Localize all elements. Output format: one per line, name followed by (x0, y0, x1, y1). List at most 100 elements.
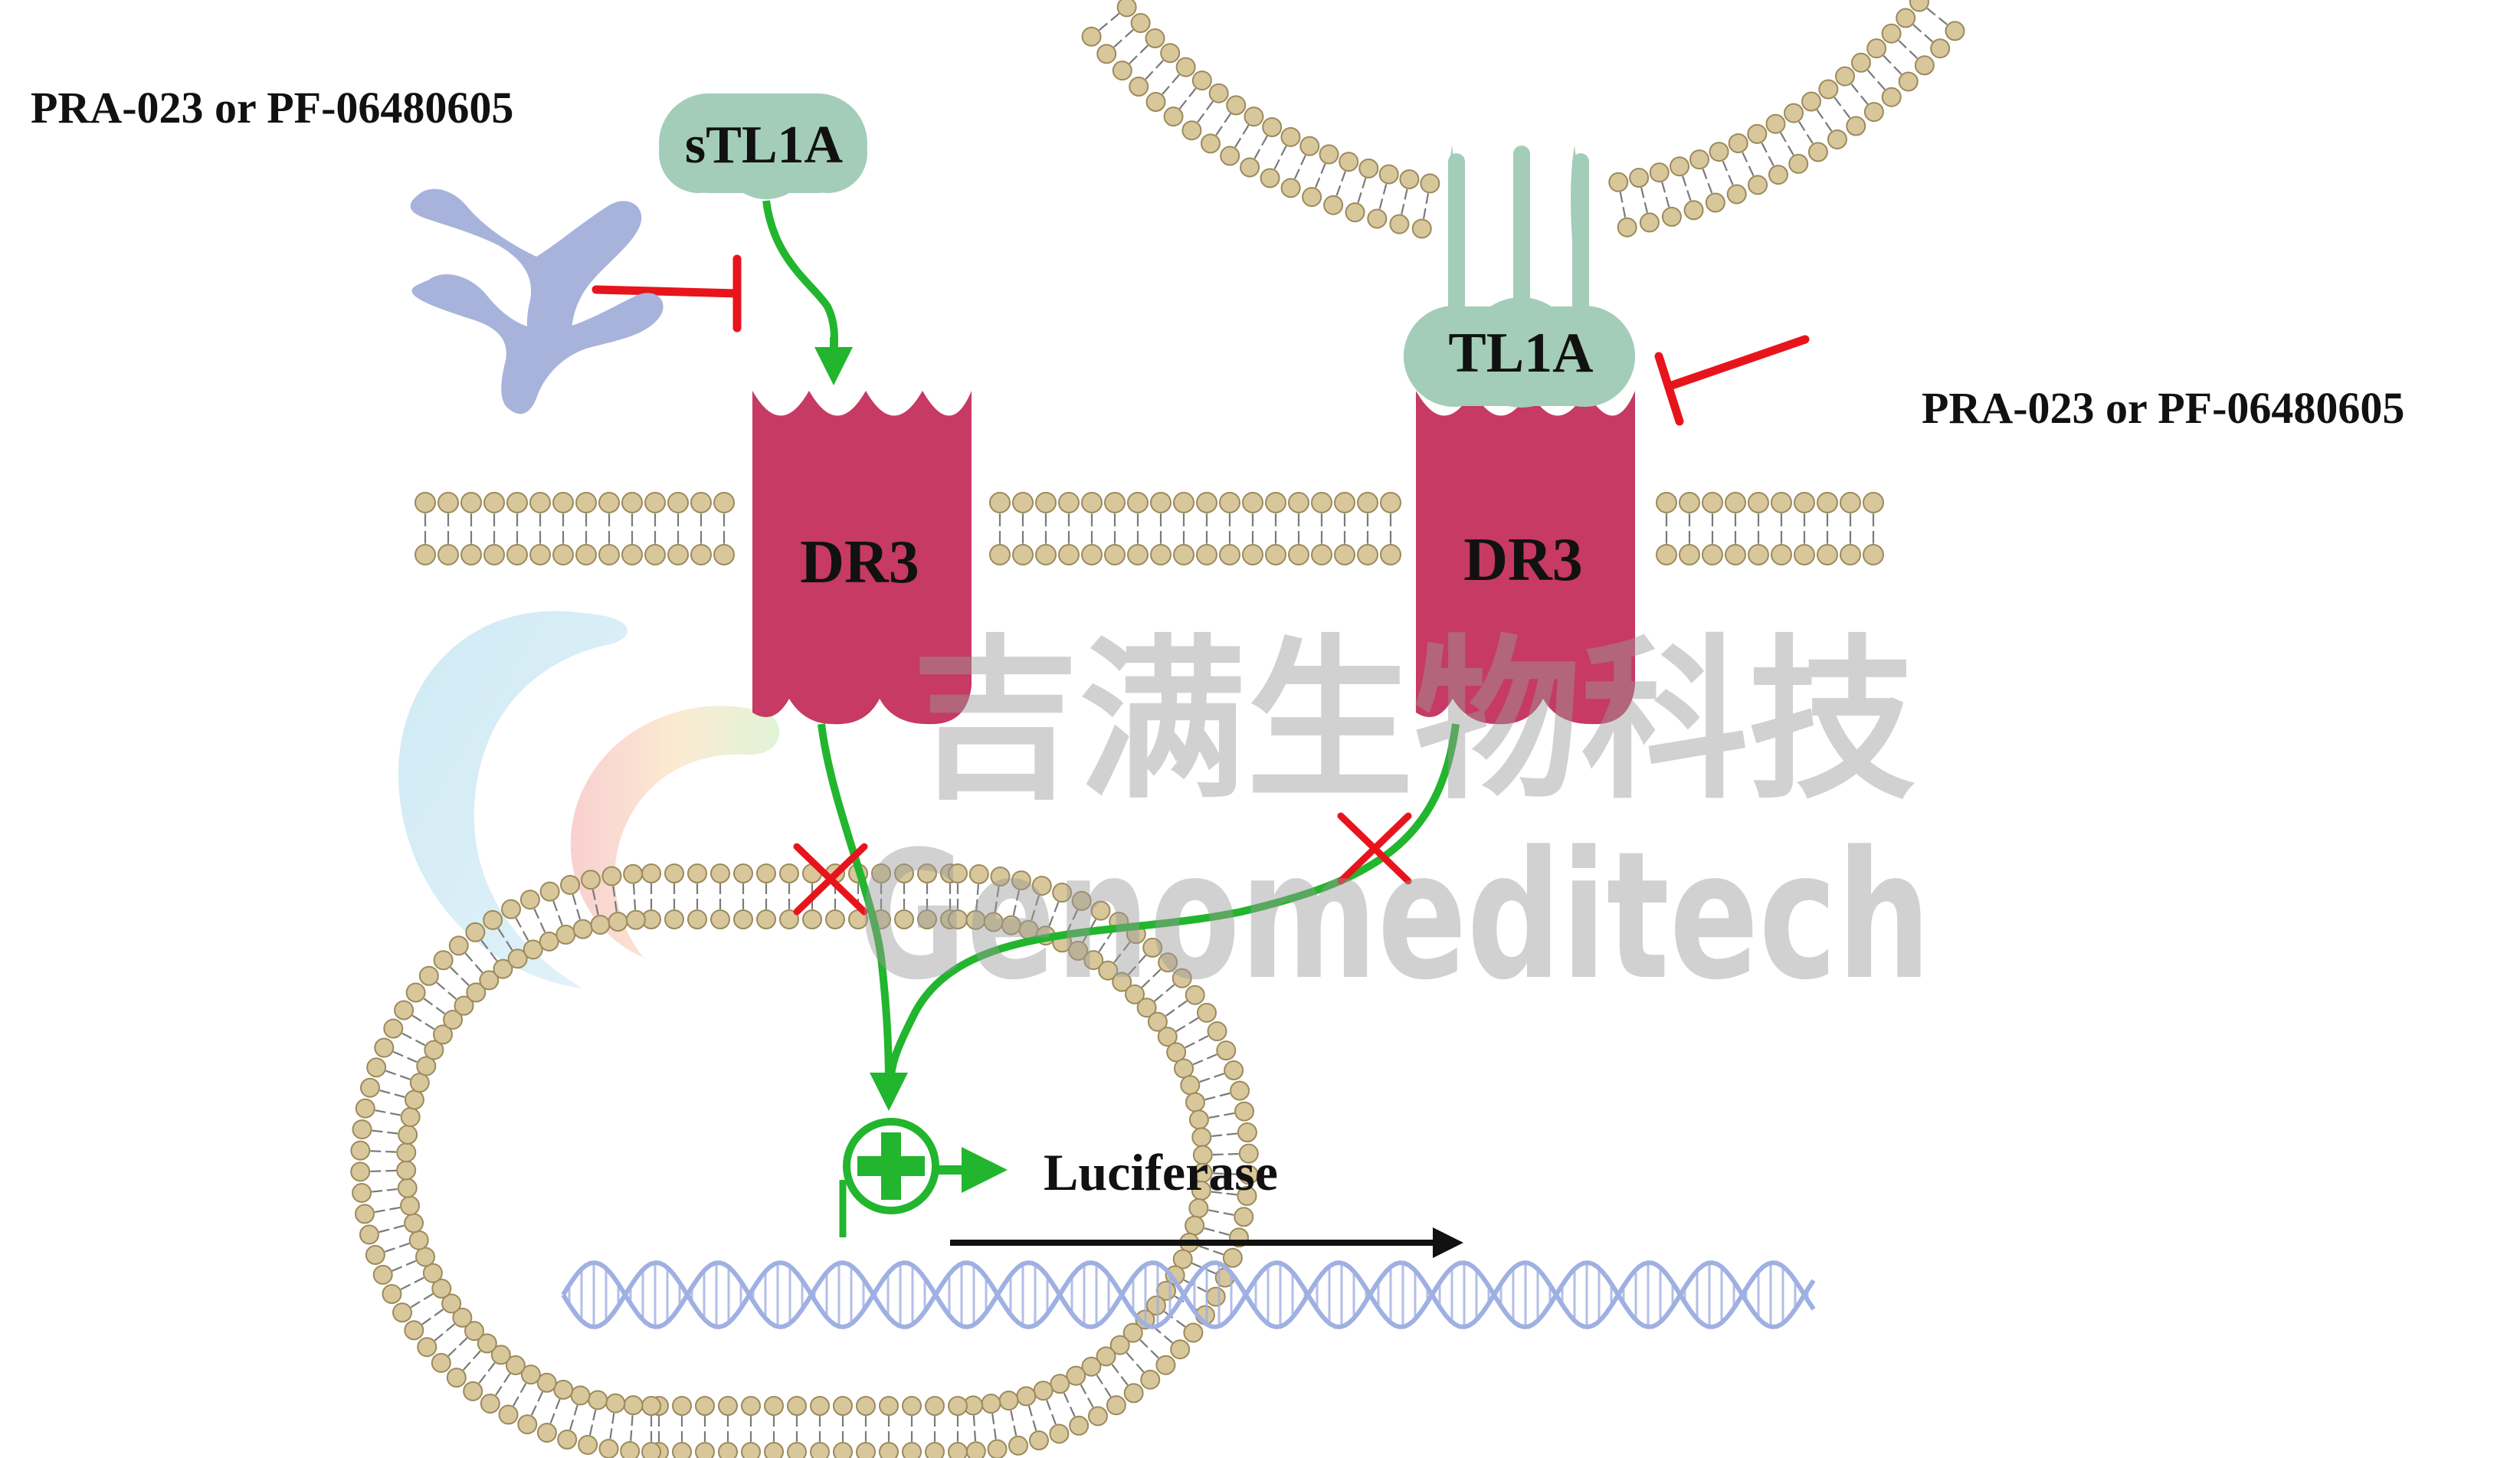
lipid-head (1656, 492, 1677, 513)
lipid-head (1008, 1435, 1028, 1456)
lipid-head (1784, 103, 1804, 123)
lipid-head (575, 492, 597, 513)
lipid-head (1679, 544, 1700, 565)
lipid-tail (1357, 192, 1362, 203)
lipid-head (672, 1396, 692, 1416)
lipid-head (1081, 544, 1103, 565)
lipid-head (590, 914, 611, 935)
lipid-head (396, 1142, 417, 1163)
lipid-head (460, 492, 482, 513)
lipid-tail (1185, 1042, 1195, 1049)
lipid-head (1112, 61, 1132, 81)
lipid-tail (1226, 1132, 1237, 1135)
lipid-tail (379, 1089, 391, 1094)
lipid-tail (993, 1428, 997, 1440)
lipid-head (1345, 202, 1365, 223)
lipid-head (1104, 544, 1126, 565)
lipid-head (1302, 187, 1322, 208)
lipid-head (507, 949, 528, 969)
lipid-tail (1833, 97, 1842, 106)
lipid-head (539, 931, 559, 952)
lipid-head (529, 544, 551, 565)
lipid-head (667, 492, 689, 513)
stl1a-ligand (659, 93, 867, 199)
lipid-tail (490, 952, 498, 962)
lipid-head (437, 492, 459, 513)
lipid-head (1725, 544, 1746, 565)
lipid-head (1661, 206, 1682, 227)
lipid-tail (1824, 122, 1833, 132)
lipid-head (741, 1442, 761, 1458)
antibody-left-label: PRA-023 or PF-06480605 (31, 83, 513, 133)
lipid-head (1140, 1369, 1161, 1390)
lipid-tail (1048, 916, 1054, 927)
lipid-head (1196, 1002, 1217, 1023)
lipid-tail (513, 1396, 519, 1407)
tl1a-membrane-ligand (1404, 146, 1635, 408)
lipid-tail (1215, 126, 1223, 136)
lipid-head (695, 1396, 715, 1416)
lipid-head (350, 1161, 371, 1182)
lipid-head (405, 982, 426, 1003)
lipid-tail (1335, 185, 1342, 196)
lipid-head (856, 1442, 876, 1458)
lipid-head (1288, 544, 1309, 565)
lipid-head (398, 1125, 418, 1145)
lipid-tail (1178, 100, 1188, 110)
lipid-head (1709, 142, 1729, 162)
lipid-head (1280, 178, 1301, 198)
lipid-tail (424, 1023, 435, 1030)
lipid-head (1185, 1215, 1205, 1236)
lipid-tail (506, 940, 513, 951)
lipid-head (1728, 133, 1748, 153)
lipid-head (1896, 8, 1916, 28)
lipid-tail (447, 991, 457, 1000)
lipid-tail (530, 1405, 537, 1416)
lipid-tail (1315, 177, 1321, 188)
lipid-head (1288, 492, 1309, 513)
lipid-head (1136, 998, 1157, 1018)
lipid-head (1240, 157, 1260, 178)
lipid-tail (458, 1337, 468, 1346)
lipid-head (1226, 95, 1247, 116)
lipid-tail (1422, 208, 1427, 219)
lipid-head (460, 544, 482, 565)
lipid-head (1196, 492, 1217, 513)
lipid-head (902, 1442, 922, 1458)
lipid-head (1334, 544, 1355, 565)
lipid-tail (1162, 85, 1170, 95)
lipid-tail (1876, 80, 1886, 90)
lipid-head (441, 1293, 462, 1314)
lipid-tail (539, 922, 546, 933)
lipid-tail (595, 904, 599, 916)
lipid-tail (572, 894, 577, 906)
lipid-tail (634, 899, 637, 910)
lipid-head (1411, 218, 1432, 239)
lipid-head (833, 1442, 853, 1458)
lipid-head (1771, 544, 1792, 565)
lipid-head (1242, 492, 1263, 513)
lipid-head (422, 1263, 443, 1283)
lipid-head (987, 1439, 1008, 1458)
lipid-head (359, 1077, 380, 1098)
lipid-head (1185, 985, 1205, 1005)
lipid-tail (372, 1129, 383, 1133)
lipid-head (664, 909, 684, 929)
lipid-head (641, 863, 661, 883)
lipid-tail (1205, 100, 1214, 111)
inhibition-right (1654, 335, 1810, 426)
lipid-head (1649, 162, 1670, 183)
lipid-tail (1087, 1397, 1094, 1408)
lipid-tail (414, 1276, 424, 1283)
lipid-head (625, 909, 646, 930)
lipid-head (1835, 66, 1856, 87)
lipid-head (1299, 136, 1320, 156)
lipid-tail (1640, 187, 1645, 198)
lipid-head (479, 970, 500, 991)
lipid-head (1234, 1207, 1254, 1227)
lipid-head (1420, 173, 1440, 194)
lipid-head (1109, 1335, 1130, 1355)
lipid-tail (1139, 44, 1149, 54)
lipid-head (1863, 102, 1884, 123)
lipid-head (710, 909, 730, 929)
